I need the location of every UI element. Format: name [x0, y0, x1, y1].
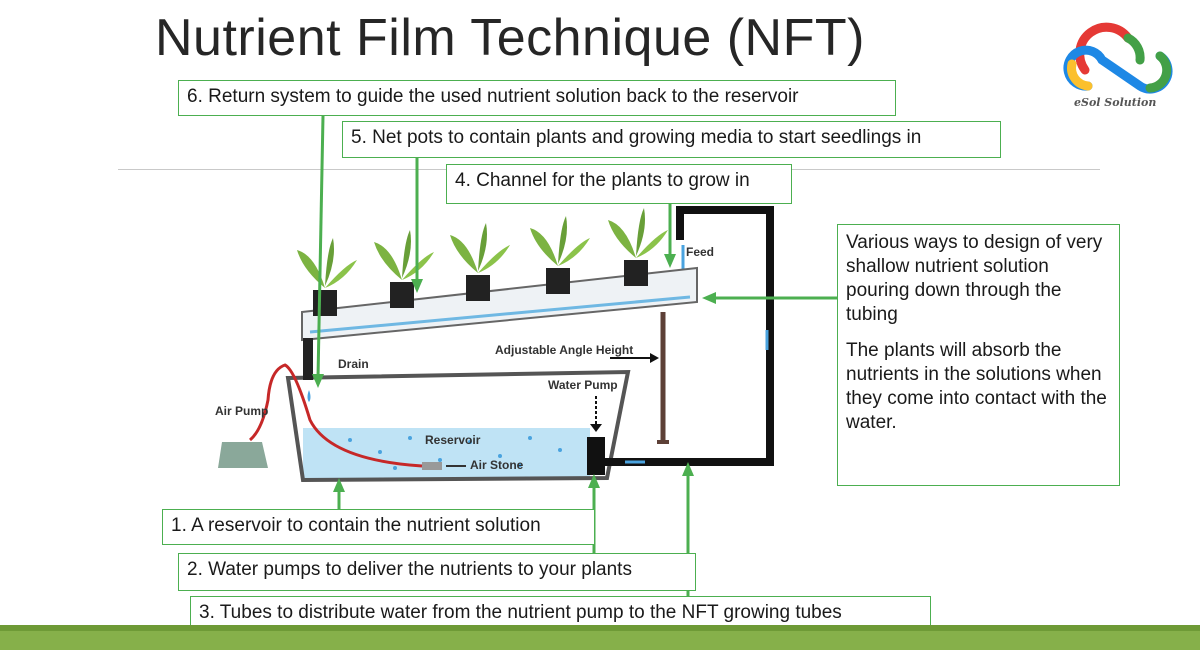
adjustable-label: Adjustable Angle Height	[495, 343, 633, 357]
water-pump-icon	[587, 437, 605, 475]
footer-bar	[0, 625, 1200, 650]
slide-title: Nutrient Film Technique (NFT)	[155, 9, 865, 67]
callout-water-pumps: 2. Water pumps to deliver the nutrients …	[178, 553, 696, 591]
callout-arrowheads	[312, 254, 716, 492]
air-stone-label: Air Stone	[470, 458, 524, 472]
callout-tubes: 3. Tubes to distribute water from the nu…	[190, 596, 931, 630]
notes-box: Various ways to design of very shallow n…	[837, 224, 1120, 486]
air-pump-label: Air Pump	[215, 404, 268, 418]
water-pump-label: Water Pump	[548, 378, 618, 392]
drain-label: Drain	[338, 357, 369, 371]
callout-channel: 4. Channel for the plants to grow in	[446, 164, 792, 204]
drain-pipe	[303, 338, 313, 380]
callout-return-system: 6. Return system to guide the used nutri…	[178, 80, 896, 116]
callout-reservoir: 1. A reservoir to contain the nutrient s…	[162, 509, 595, 545]
plants	[297, 208, 668, 316]
air-pump-icon	[218, 442, 268, 468]
supply-tube	[605, 206, 774, 466]
notes-paragraph-1: Various ways to design of very shallow n…	[846, 232, 1103, 325]
notes-paragraph-2: The plants will absorb the nutrients in …	[846, 340, 1107, 433]
air-tube	[248, 363, 423, 468]
feed-label: Feed	[686, 245, 714, 259]
air-stone-icon	[422, 462, 442, 470]
reservoir-tank	[285, 369, 631, 483]
callout-net-pots: 5. Net pots to contain plants and growin…	[342, 121, 1001, 158]
reservoir-label: Reservoir	[425, 433, 481, 447]
